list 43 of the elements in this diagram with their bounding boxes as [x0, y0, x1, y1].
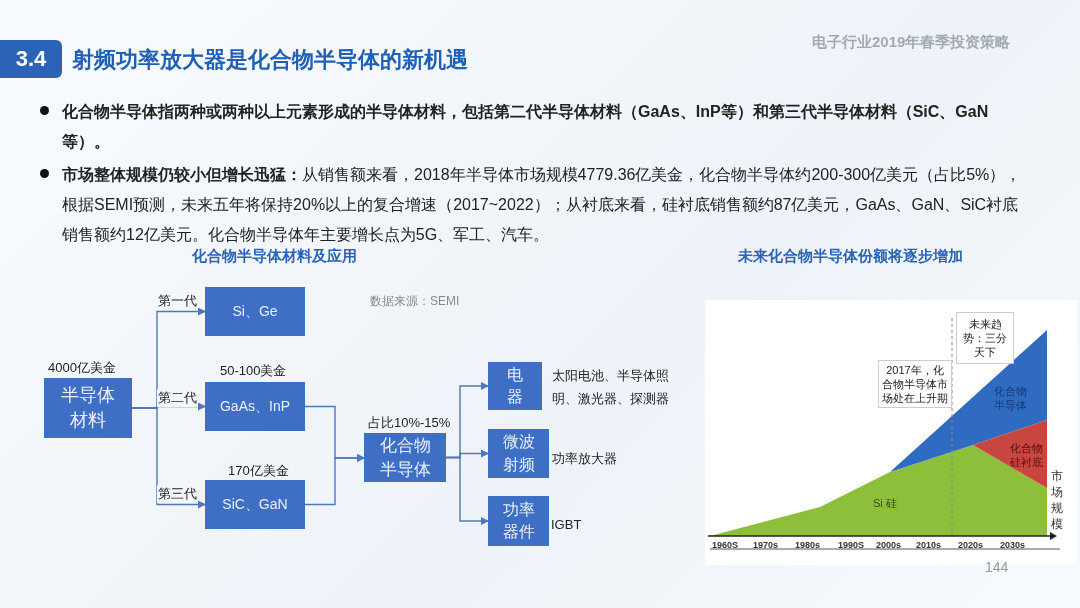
process-box: 功率器件: [488, 496, 549, 546]
axis-title: 市场规模: [1051, 468, 1064, 532]
area-label: 化合物硅衬底: [1008, 441, 1044, 469]
process-box: 电器: [488, 362, 542, 410]
annotation-text: 4000亿美金: [48, 359, 116, 377]
source-note: 数据来源：SEMI: [370, 293, 460, 310]
process-box: SiC、GaN: [205, 480, 305, 529]
process-box: 化合物半导体: [364, 433, 446, 482]
edge-label: 第三代: [157, 485, 198, 503]
section-heading: 未来化合物半导体份额将逐步增加: [738, 247, 963, 266]
arrow: [304, 454, 365, 506]
process-box: 半导体材料: [44, 378, 132, 438]
annotation-text: 170亿美金: [228, 462, 289, 480]
section-heading: 化合物半导体材料及应用: [192, 247, 357, 266]
process-box: Si、Ge: [205, 287, 305, 336]
axis-tick-label: 2000s: [876, 540, 902, 550]
bullet-text: 化合物半导体指两种或两种以上元素形成的半导体材料，包括第二代半导体材料（GaAs、InP等）和第三代半导体材料（SiC、GaN等）。: [62, 102, 990, 152]
axis-tick-label: 2030s: [1000, 540, 1026, 550]
axis-tick-label: 1990S: [838, 540, 865, 550]
annotation-text: 功率放大器: [552, 450, 617, 468]
process-box: GaAs、InP: [205, 382, 305, 431]
process-box: 微波射频: [488, 429, 549, 478]
edge-label: 第二代: [157, 389, 198, 407]
annotation-text: 占比10%-15%: [368, 414, 451, 432]
axis-tick-label: 1960S: [712, 540, 739, 550]
axis-tick-label: 2020s: [958, 540, 984, 550]
callout-note: 未来趋势：三分天下: [956, 312, 1014, 364]
axis-tick-label: 1980s: [795, 540, 821, 550]
arrow: [445, 456, 489, 525]
axis-tick-label: 1970s: [753, 540, 779, 550]
arrow: [131, 407, 206, 509]
callout-note: 2017年，化合物半导体市场处在上升期: [878, 360, 952, 408]
slide-title: 射频功率放大器是化合物半导体的新机遇: [72, 46, 468, 74]
header-text: 电子行业2019年春季投资策略: [812, 33, 1011, 52]
annotation-text: 太阳电池、半导体照明、激光器、探测器: [552, 367, 670, 408]
bullet-text: 市场整体规模仍较小但增长迅猛：从销售额来看，2018年半导体市场规模4779.36亿美金，化合物半导体约200-300亿美元（占比5%），根据SEMI预测，未来五年将保持20%以上的复合增速（2017~2022）；从衬底来看，硅衬底销售额约87亿美元，GaAs、GaN、SiC衬底销售额约12亿美元。化合物半导体年主要增长点为5G、军工、汽车。: [62, 165, 1023, 245]
annotation-text: IGBT: [551, 516, 582, 534]
edge-label: 第一代: [157, 292, 198, 310]
area-label: Si 硅: [873, 496, 897, 511]
axis-tick-label: 2010s: [916, 540, 942, 550]
section-number-tab: 3.4: [0, 40, 62, 78]
page-number: 144: [985, 559, 1009, 575]
annotation-text: 50-100美金: [220, 362, 287, 380]
